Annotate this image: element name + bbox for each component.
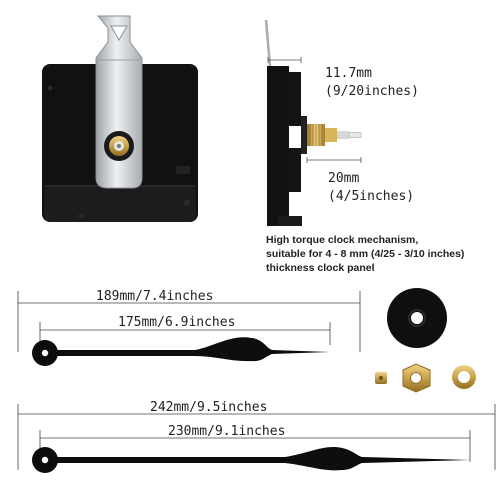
caption-line-1: High torque clock mechanism, <box>266 234 419 246</box>
caption-line-3: thickness clock panel <box>266 262 375 274</box>
minute-hand <box>32 446 470 473</box>
hour-hand <box>32 337 330 366</box>
hardware-parts <box>375 288 476 393</box>
center-shaft <box>104 131 134 161</box>
movement-side-view <box>264 19 362 226</box>
pair2-outer-length-label: 242mm/9.5inches <box>150 400 267 415</box>
mechanism-caption: High torque clock mechanism, suitable fo… <box>266 233 498 275</box>
shaft-length-inches-label: (4/5inches) <box>328 189 414 204</box>
hands-pair-1 <box>17 291 361 366</box>
pair2-inner-length-label: 230mm/9.1inches <box>168 424 285 439</box>
top-width-inches-label: (9/20inches) <box>325 84 419 99</box>
top-width-label: 11.7mm <box>325 66 372 81</box>
pair1-outer-length-label: 189mm/7.4inches <box>96 289 213 304</box>
rubber-washer <box>387 288 447 348</box>
shaft-length-label: 20mm <box>328 171 359 186</box>
brass-bushing <box>375 372 387 384</box>
hex-nut <box>402 363 431 393</box>
hanger-bracket <box>95 15 143 189</box>
movement-front-view <box>42 15 198 222</box>
brass-ring <box>452 365 476 389</box>
pair1-inner-length-label: 175mm/6.9inches <box>118 315 235 330</box>
caption-line-2: suitable for 4 - 8 mm (4/25 - 3/10 inche… <box>266 248 465 260</box>
hands-pair-2 <box>17 404 496 473</box>
